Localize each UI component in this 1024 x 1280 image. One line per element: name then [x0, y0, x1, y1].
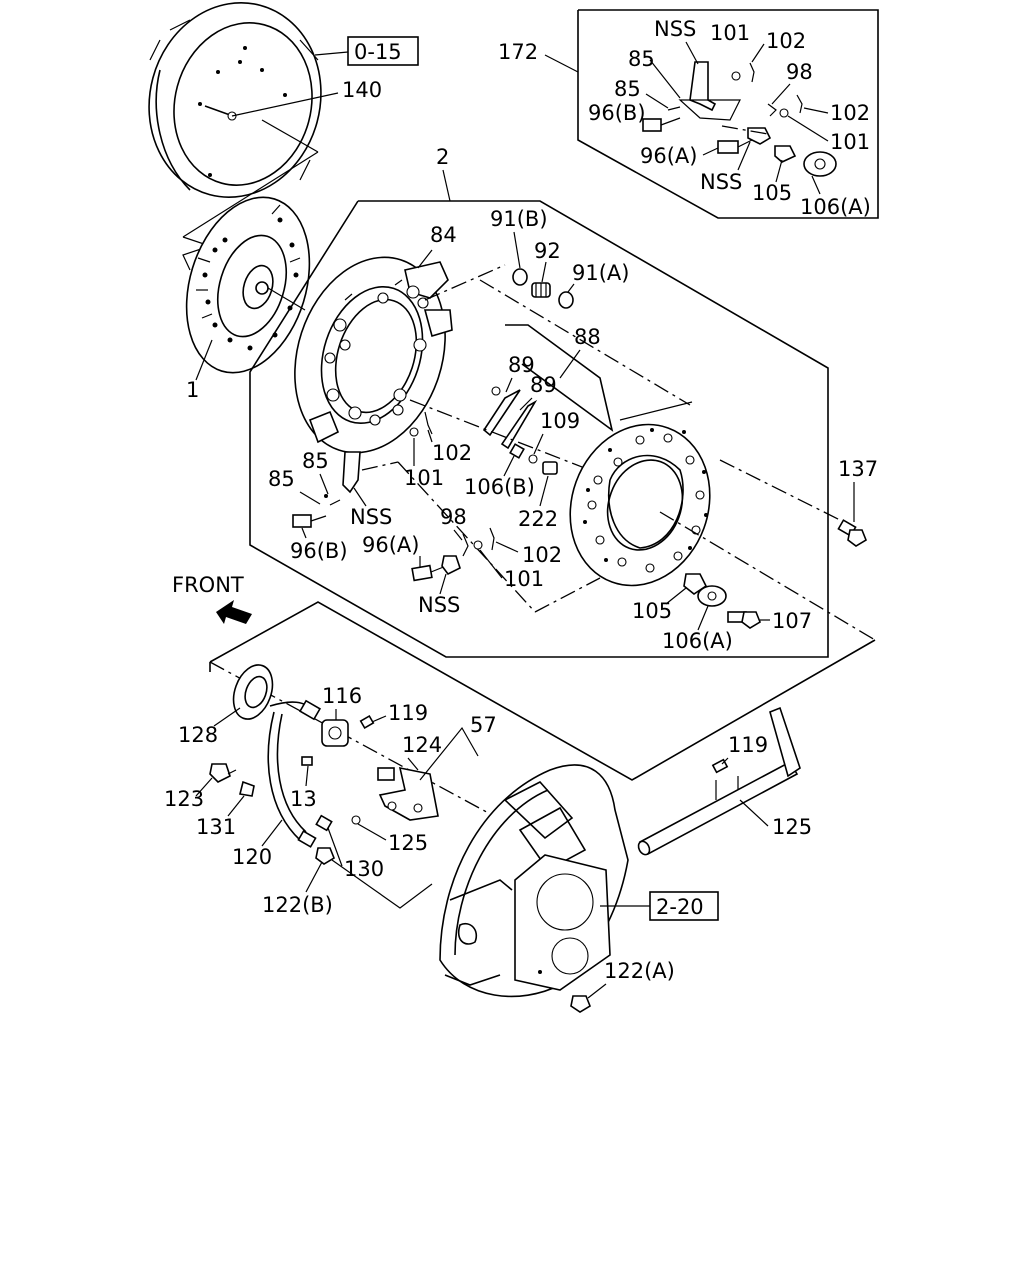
- label-128: 119: [728, 733, 768, 757]
- label-119-lower: 13: [290, 787, 317, 811]
- clutch-cover: [294, 256, 453, 454]
- label-nss-center: NSS: [418, 593, 460, 617]
- label-120: 120: [232, 845, 272, 869]
- label-118: 128: [178, 723, 218, 747]
- label-105-main: 105: [632, 599, 672, 623]
- label-122b: 122(B): [262, 893, 333, 917]
- label-123: 131: [196, 815, 236, 839]
- label-89-lower: 89: [530, 373, 557, 397]
- label-96b-inset: 96(B): [588, 101, 646, 125]
- bolt-137: [837, 519, 867, 547]
- label-nss-left: NSS: [350, 505, 392, 529]
- label-119-upper: 119: [388, 701, 428, 725]
- front-indicator: FRONT: [172, 573, 252, 624]
- nipples-130-122b: [315, 814, 433, 909]
- label-131: 125: [388, 831, 428, 855]
- label-122a: 122(A): [604, 959, 675, 983]
- clutch-disc: [182, 196, 311, 374]
- label-98-inset: 98: [786, 60, 813, 84]
- label-98-center: 98: [440, 505, 467, 529]
- label-102-center: 102: [522, 543, 562, 567]
- label-1: 1: [186, 378, 199, 402]
- label-nss-inset-bottom: NSS: [700, 170, 742, 194]
- label-57: 57: [470, 713, 497, 737]
- release-bearing: [232, 664, 274, 720]
- label-124: 124: [402, 733, 442, 757]
- release-lever-group-left: [292, 451, 601, 613]
- label-172: 172: [498, 40, 538, 64]
- drain-bolt-122a: [570, 995, 591, 1013]
- label-96b-left: 96(B): [290, 539, 348, 563]
- label-106a-inset: 106(A): [800, 195, 871, 219]
- fitting-116: [321, 719, 349, 747]
- release-shaft: [637, 706, 801, 856]
- label-116: 116: [322, 684, 362, 708]
- small-parts-middle: [409, 399, 601, 475]
- label-96a-center: 96(A): [362, 533, 419, 557]
- label-85-left-lower: 85: [268, 467, 295, 491]
- label-102-middle: 102: [432, 441, 472, 465]
- label-102-inset-top: 102: [766, 29, 806, 53]
- strap-plates: [482, 324, 614, 450]
- label-102-inset-right: 102: [830, 101, 870, 125]
- screws-119: [301, 714, 375, 766]
- label-140: 140: [342, 78, 382, 102]
- label-88: 88: [574, 325, 601, 349]
- label-92: 92: [534, 239, 561, 263]
- label-101-inset-right: 101: [830, 130, 870, 154]
- label-front: FRONT: [172, 573, 244, 597]
- label-137: 137: [838, 457, 878, 481]
- label-105-inset: 105: [752, 181, 792, 205]
- adjuster-parts-right: [683, 573, 761, 629]
- callout-box-2-20: 2-20: [649, 891, 719, 921]
- label-2-20: 2-20: [656, 895, 704, 919]
- pressure-plate-assembly-outline: [249, 200, 829, 658]
- pressure-plate: [569, 401, 876, 641]
- label-101-inset-top: 101: [710, 21, 750, 45]
- label-85-left-upper: 85: [302, 449, 329, 473]
- label-107: 107: [772, 609, 812, 633]
- label-84: 84: [430, 223, 457, 247]
- label-101-middle: 101: [404, 466, 444, 490]
- label-2: 2: [436, 145, 449, 169]
- front-arrow-icon: [216, 600, 252, 624]
- bolt-13: [209, 763, 237, 783]
- release-lever-group-center: [411, 527, 495, 582]
- label-85-inset-upper: 85: [628, 47, 655, 71]
- bell-housing: [439, 764, 650, 998]
- label-91a: 91(A): [572, 261, 629, 285]
- label-89-upper: 89: [508, 353, 535, 377]
- label-85-inset-lower: 85: [614, 77, 641, 101]
- grease-hose: [267, 699, 322, 848]
- label-101-center: 101: [504, 567, 544, 591]
- flywheel: [148, 2, 322, 238]
- release-fork: [351, 726, 479, 825]
- label-91b: 91(B): [490, 207, 548, 231]
- label-109: 109: [540, 409, 580, 433]
- label-130: 130: [344, 857, 384, 881]
- label-125-text: 125: [772, 815, 812, 839]
- inset-box-172: [544, 9, 879, 219]
- callout-box-0-15: 0-15: [314, 36, 419, 66]
- spring-parts: [424, 264, 691, 406]
- label-0-15: 0-15: [354, 40, 402, 64]
- label-106b: 106(B): [464, 475, 535, 499]
- clip-123: [239, 780, 255, 797]
- label-222: 222: [518, 507, 558, 531]
- label-nss-inset-top: NSS: [654, 17, 696, 41]
- label-13: 123: [164, 787, 204, 811]
- label-106a-main: 106(A): [662, 629, 733, 653]
- label-96a-inset: 96(A): [640, 144, 697, 168]
